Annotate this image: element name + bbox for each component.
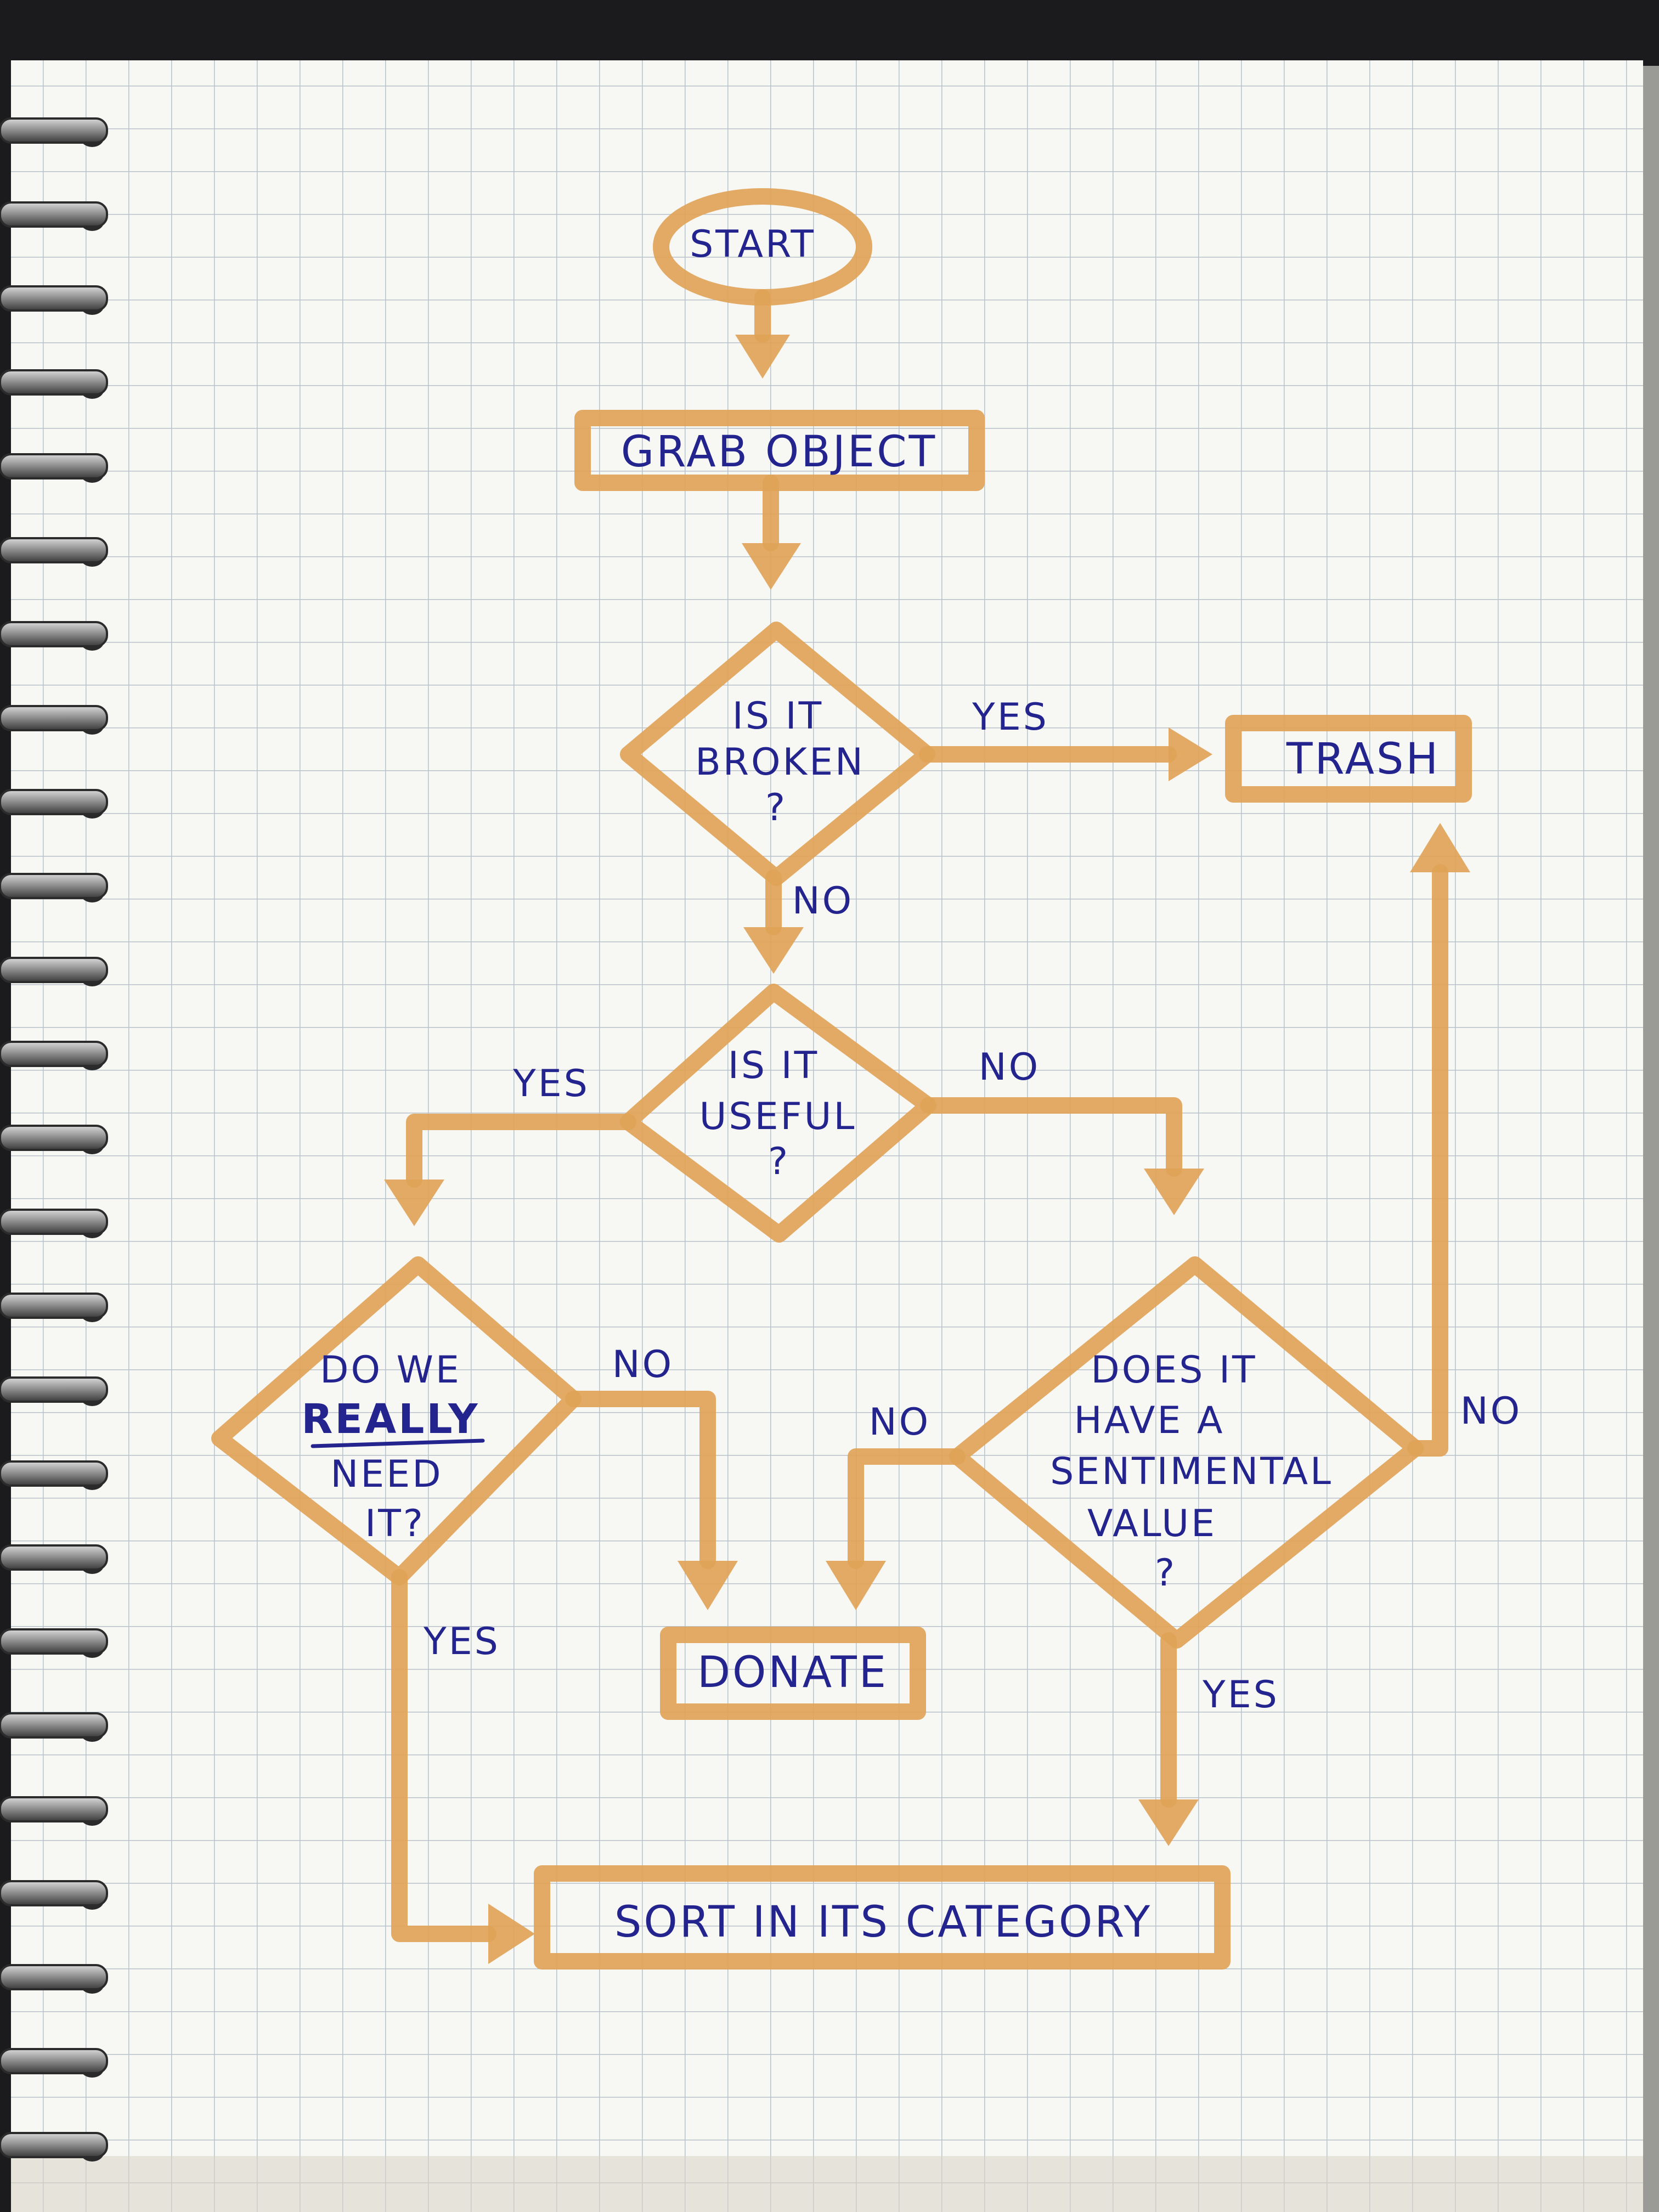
edge-useful-no: NO — [979, 1046, 1040, 1089]
binding-ring — [0, 1041, 108, 1067]
really-line-2: REALLY — [301, 1396, 479, 1443]
binding-ring — [0, 873, 108, 899]
binding-ring — [0, 1460, 108, 1487]
binding-ring — [0, 117, 108, 144]
donate-box — [660, 1627, 926, 1720]
binding-ring — [0, 369, 108, 396]
edge-sentimental-yes: YES — [1202, 1673, 1279, 1717]
sentimental-line-1: DOES IT — [1091, 1348, 1257, 1392]
binding-ring — [0, 1796, 108, 1822]
grab-object-box — [574, 410, 985, 491]
connector-sentimental-donate — [848, 1448, 966, 1569]
binding-ring — [0, 1376, 108, 1403]
broken-line-3: ? — [765, 786, 787, 830]
binding-ring — [0, 1293, 108, 1319]
connector-really-sort — [391, 1569, 496, 1942]
really-line-1: DO WE — [320, 1348, 461, 1392]
sort-label: SORT IN ITS CATEGORY — [614, 1898, 1152, 1947]
binding-ring — [0, 1544, 108, 1571]
broken-line-1: IS IT — [732, 695, 823, 738]
binding-ring — [0, 957, 108, 983]
binding-ring — [0, 537, 108, 563]
edge-broken-yes: YES — [972, 696, 1049, 739]
binding-ring — [0, 1209, 108, 1235]
sentimental-line-4: VALUE — [1087, 1502, 1217, 1545]
useful-decision — [620, 984, 936, 1243]
sentimental-line-2: HAVE A — [1074, 1399, 1225, 1442]
flowchart — [211, 188, 1472, 1970]
binding-ring — [0, 1628, 108, 1655]
sentimental-line-3: SENTIMENTAL — [1050, 1450, 1333, 1493]
useful-line-1: IS IT — [728, 1044, 819, 1087]
binding-ring — [0, 2048, 108, 2074]
spiral-binding — [0, 117, 108, 2162]
broken-line-2: BROKEN — [695, 741, 865, 784]
binding-ring — [0, 1880, 108, 1906]
sentimental-line-5: ? — [1155, 1551, 1177, 1595]
labels: START GRAB OBJECT IS IT BROKEN ? IS IT U… — [301, 223, 1522, 1947]
start-label: START — [690, 223, 816, 266]
binding-ring — [0, 1712, 108, 1739]
really-line-4: IT? — [365, 1502, 425, 1545]
edge-sentimental-no-left: NO — [869, 1401, 930, 1444]
trash-label: TRASH — [1286, 735, 1440, 784]
edge-broken-no: NO — [792, 879, 854, 923]
really-underline — [311, 1438, 485, 1448]
binding-ring — [0, 285, 108, 312]
binding-ring — [0, 453, 108, 479]
connector-really-donate — [565, 1391, 716, 1569]
useful-line-2: USEFUL — [699, 1095, 857, 1138]
edge-useful-yes: YES — [512, 1062, 590, 1105]
connector-sentimental-trash — [1407, 864, 1448, 1457]
binding-ring — [0, 789, 108, 815]
sort-box — [534, 1865, 1231, 1970]
binding-ring — [0, 705, 108, 731]
binding-ring — [0, 621, 108, 647]
useful-line-3: ? — [768, 1140, 790, 1183]
edge-really-no: NO — [612, 1343, 674, 1386]
binding-ring — [0, 2132, 108, 2158]
binding-ring — [0, 201, 108, 228]
trash-box — [1225, 715, 1472, 803]
page-bottom-shade — [11, 2156, 1643, 2212]
grab-object-label: GRAB OBJECT — [621, 427, 937, 477]
really-line-3: NEED — [330, 1453, 443, 1496]
edge-sentimental-no-right: NO — [1460, 1390, 1522, 1433]
edge-really-yes: YES — [423, 1620, 500, 1663]
donate-label: DONATE — [697, 1648, 888, 1697]
binding-ring — [0, 1125, 108, 1151]
connector-useful-really — [406, 1114, 636, 1188]
connector-useful-sentimental — [920, 1097, 1182, 1177]
binding-ring — [0, 1964, 108, 1990]
